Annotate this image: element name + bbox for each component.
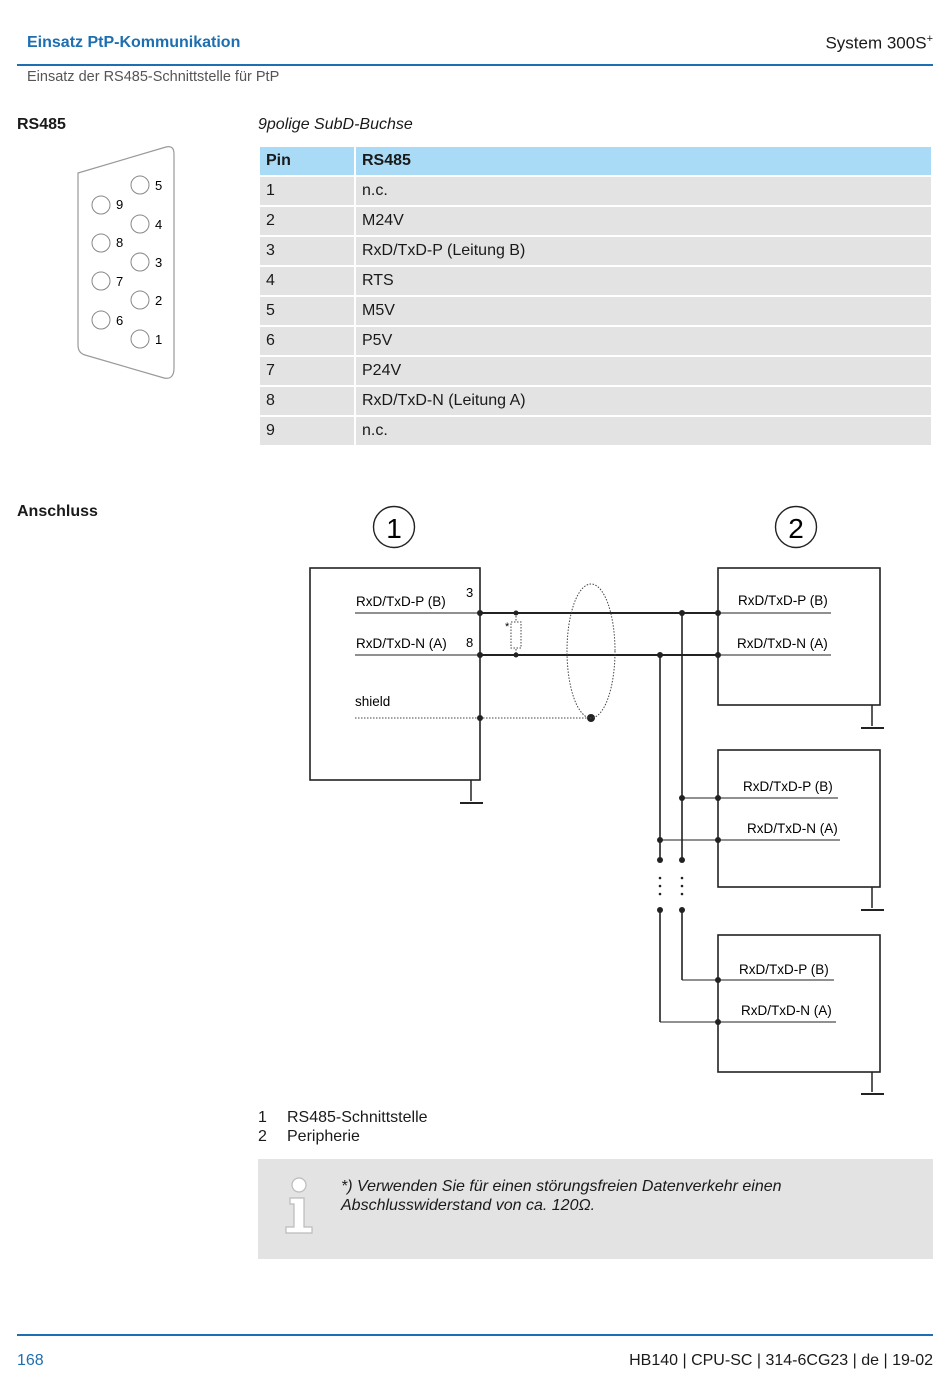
marker-1: 1 [386,513,402,544]
table-cell: 3 [260,237,354,265]
table-cell: RxD/TxD-P (Leitung B) [356,237,931,265]
document-reference: HB140 | CPU-SC | 314-6CG23 | de | 19-02 [629,1352,933,1369]
table-cell: 8 [260,387,354,415]
anschluss-label: Anschluss [17,503,98,520]
subd-connector-drawing: 5 4 3 2 1 9 8 7 6 [77,146,175,379]
info-icon [285,1177,313,1234]
pin-8-label: 8 [466,635,473,650]
table-cell: M5V [356,297,931,325]
table-cell: P5V [356,327,931,355]
pin-5-circle [130,175,150,195]
table-cell: n.c. [356,177,931,205]
iface-n-label: RxD/TxD-N (A) [356,636,447,651]
peripheral-box [717,934,881,1073]
pin-label: 3 [155,255,162,270]
device-n-label: RxD/TxD-N (A) [741,1003,832,1018]
table-header-row: Pin RS485 [260,147,931,175]
pin-8-circle [91,233,111,253]
footer-divider [17,1334,933,1336]
column-header-rs485: RS485 [356,147,931,175]
table-cell: P24V [356,357,931,385]
header-divider [17,64,933,66]
marker-circle-1 [372,505,416,549]
iface-p-label: RxD/TxD-P (B) [356,594,446,609]
pin-label: 9 [116,197,123,212]
pin-label: 2 [155,293,162,308]
pin-9-circle [91,195,111,215]
peripheral-box [717,749,881,888]
resistor-asterisk: * [505,621,510,633]
pin-7-circle [91,271,111,291]
pin-6-circle [91,310,111,330]
table-cell: 5 [260,297,354,325]
table-cell: 4 [260,267,354,295]
note-text: *) Verwenden Sie für einen störungsfreie… [341,1178,782,1214]
interface-box [309,567,481,781]
page-number: 168 [17,1352,44,1369]
table-cell: n.c. [356,417,931,445]
pin-label: 6 [116,313,123,328]
section-title: Einsatz PtP-Kommunikation [27,34,241,51]
table-cell: 2 [260,207,354,235]
pin-label: 4 [155,217,162,232]
marker-circle-2 [774,505,818,549]
pin-label: 7 [116,274,123,289]
device-p-label: RxD/TxD-P (B) [739,962,829,977]
pin-label: 5 [155,178,162,193]
shield-label: shield [355,694,390,709]
column-header-pin: Pin [260,147,354,175]
device-n-label: RxD/TxD-N (A) [737,636,828,651]
table-cell: 6 [260,327,354,355]
table-cell: RxD/TxD-N (Leitung A) [356,387,931,415]
section-subtitle: Einsatz der RS485-Schnittstelle für PtP [27,69,280,85]
peripheral-box [717,567,881,706]
note-box: *) Verwenden Sie für einen störungsfreie… [258,1159,933,1259]
pin-4-circle [130,214,150,234]
rs485-label: RS485 [17,116,66,133]
pin-label: 1 [155,332,162,347]
table-cell: 7 [260,357,354,385]
table-cell: 1 [260,177,354,205]
pin-3-circle [130,252,150,272]
device-p-label: RxD/TxD-P (B) [743,779,833,794]
table-cell: M24V [356,207,931,235]
wiring-diagram: 1 2 RxD/TxD-P (B) RxD/TxD-N (A) 3 8 shie… [309,505,884,1095]
marker-2: 2 [788,513,804,544]
table-cell: 9 [260,417,354,445]
pin-2-circle [130,290,150,310]
pin-1-circle [130,329,150,349]
pin-label: 8 [116,235,123,250]
connector-caption: 9polige SubD-Buchse [258,116,413,133]
device-n-label: RxD/TxD-N (A) [747,821,838,836]
pin-3-label: 3 [466,585,473,600]
device-p-label: RxD/TxD-P (B) [738,593,828,608]
cable-shield [566,583,616,719]
system-name: System 300S+ [825,33,933,53]
table-cell: RTS [356,267,931,295]
